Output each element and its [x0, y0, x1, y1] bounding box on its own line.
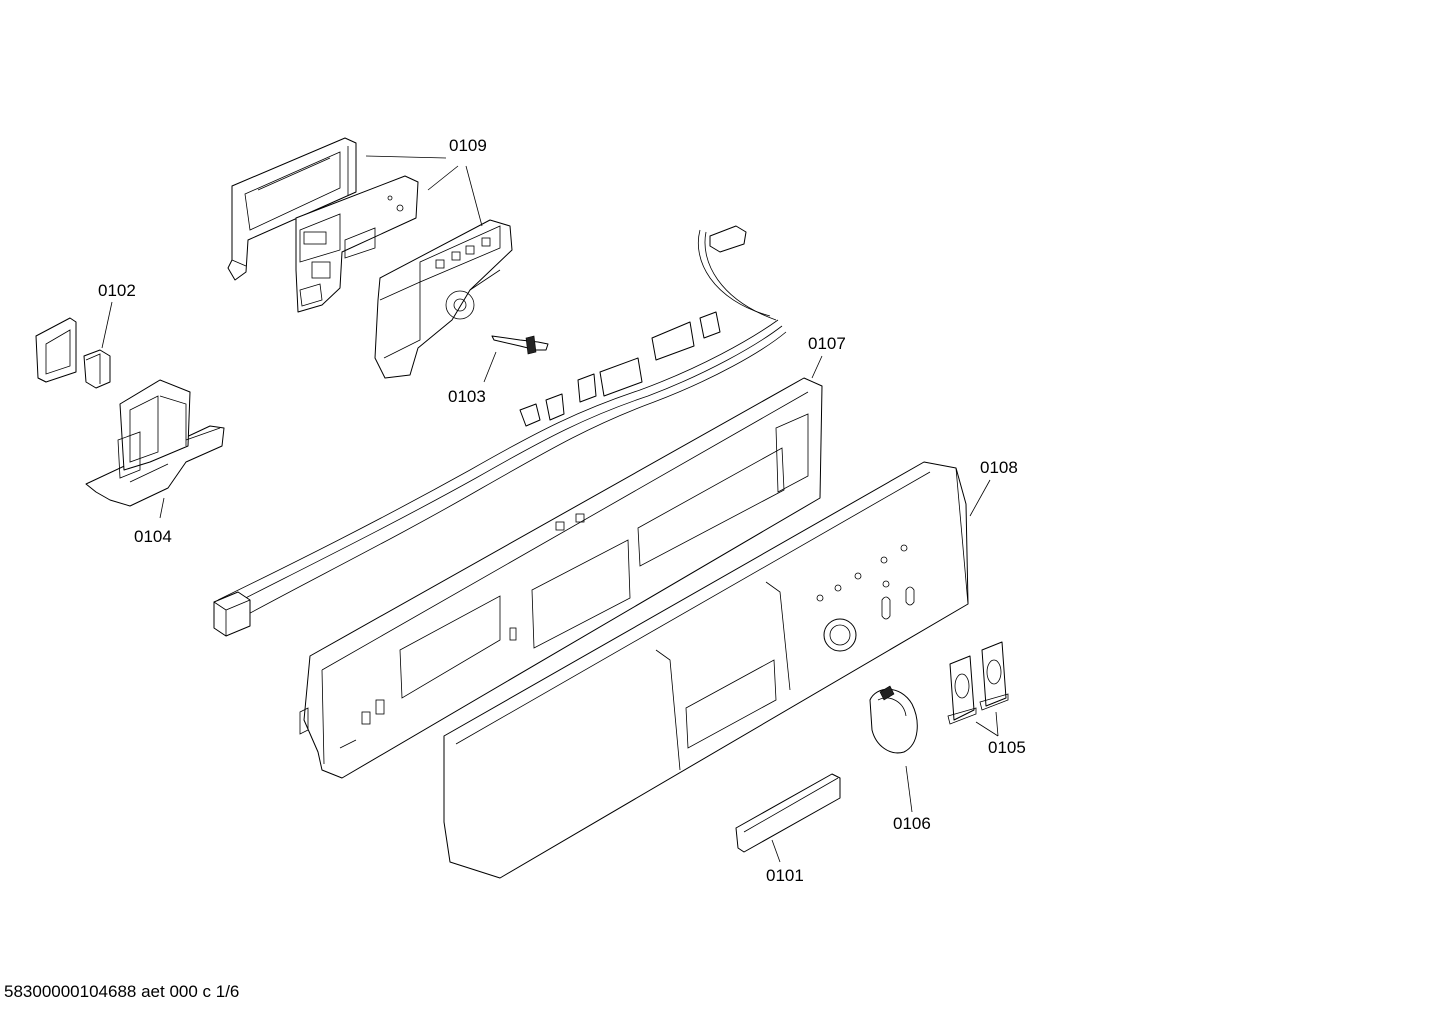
callout-0101: 0101 — [766, 866, 804, 885]
part-0104-mounting-base[interactable] — [85, 379, 225, 507]
part-0101-strip-cover[interactable] — [735, 773, 841, 853]
callout-0108: 0108 — [980, 458, 1018, 477]
callout-0109: 0109 — [449, 136, 487, 155]
part-0103-shaft[interactable] — [491, 335, 549, 355]
part-0105-button-slider-right[interactable] — [979, 641, 1009, 711]
callout-0103: 0103 — [448, 387, 486, 406]
callout-0107: 0107 — [808, 334, 846, 353]
callout-0106: 0106 — [893, 814, 931, 833]
callout-0102: 0102 — [98, 281, 136, 300]
part-0106-rotary-knob[interactable] — [869, 685, 918, 754]
leader-lines — [101, 155, 999, 863]
part-0107-wiring-harness[interactable] — [213, 225, 787, 637]
callout-0104: 0104 — [134, 527, 172, 546]
part-0109-control-module[interactable] — [374, 219, 513, 379]
part-0102-relay[interactable] — [83, 349, 111, 389]
part-0105-button-slider-left[interactable] — [947, 655, 977, 725]
drawing-footer-code: 58300000104688 aet 000 c 1/6 — [4, 982, 239, 1001]
callout-0105: 0105 — [988, 738, 1026, 757]
part-0107-frame-panel[interactable] — [299, 377, 823, 779]
part-0102-bracket[interactable] — [35, 317, 77, 383]
part-0108-front-panel[interactable] — [443, 461, 969, 879]
part-0109-housing-cover[interactable] — [227, 137, 357, 281]
part-0109-pcb-board[interactable] — [295, 175, 419, 313]
